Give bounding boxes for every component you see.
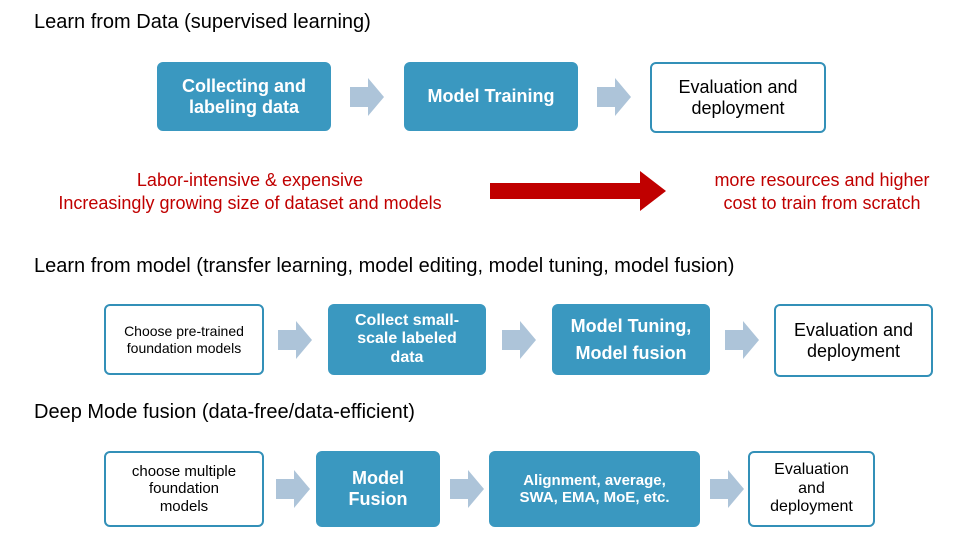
red-arrow-icon [490,171,666,211]
arrow-right-icon [276,470,310,508]
arrow-right-icon [350,78,384,116]
arrow-right-icon [450,470,484,508]
arrow-right-icon [278,321,312,359]
arrow-right-icon [710,470,744,508]
arrow-right-icon [502,321,536,359]
alignment-methods-box: Alignment, average,SWA, EMA, MoE, etc. [489,451,700,527]
arrow-right-icon [725,321,759,359]
arrow-right-icon [597,78,631,116]
section3-title: Deep Mode fusion (data-free/data-efficie… [34,401,415,423]
section1-title: Learn from Data (supervised learning) [34,11,371,33]
cost-left-text: Labor-intensive & expensive Increasingly… [58,170,442,213]
section2-title: Learn from model (transfer learning, mod… [34,255,735,277]
cost-right-text: more resources and higher cost to train … [714,170,930,213]
model-training-box: Model Training [404,62,578,131]
model-tuning-fusion-box: Model Tuning,Model fusion [552,304,710,375]
